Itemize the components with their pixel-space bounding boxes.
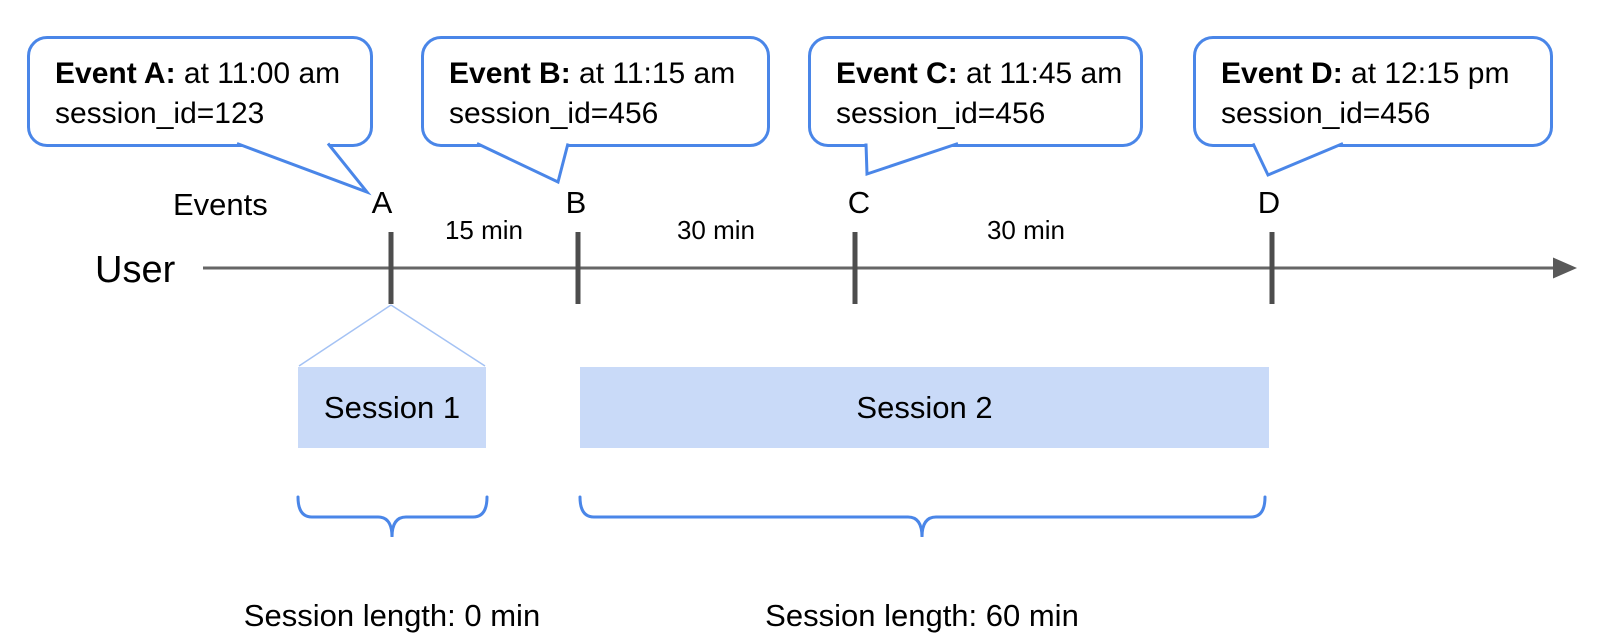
- event-d-callout-time: at 12:15 pm: [1342, 57, 1510, 90]
- event-a-letter: A: [371, 185, 393, 220]
- event-b-letter: B: [565, 185, 587, 220]
- event-d-callout-title: Event D:: [1221, 57, 1343, 90]
- event-d-callout-line1: Event D: at 12:15 pm: [1221, 54, 1542, 94]
- session2-brace: [578, 495, 1267, 538]
- session1-label: Session 1: [323, 389, 461, 425]
- interval-a-b-label: 15 min: [444, 215, 524, 245]
- event-b-callout-tail: [476, 142, 570, 185]
- event-a-callout-time: at 11:00 am: [175, 57, 341, 90]
- event-c-callout-line1: Event C: at 11:45 am: [836, 54, 1132, 94]
- event-b-callout-time: at 11:15 am: [570, 57, 736, 90]
- event-a-callout-session-id: session_id=123: [55, 97, 265, 130]
- interval-c-d-label: 30 min: [986, 215, 1066, 245]
- session1-length-label: Session length: 0 min: [243, 598, 541, 633]
- event-c-callout-time: at 11:45 am: [957, 57, 1123, 90]
- session1-box: Session 1: [298, 367, 486, 448]
- user-axis-label: User: [95, 249, 176, 291]
- session1-funnel-right-line: [390, 304, 486, 367]
- event-a-callout: Event A: at 11:00 am session_id=123: [27, 36, 373, 147]
- event-c-callout-tail: [864, 142, 959, 177]
- event-d-callout: Event D: at 12:15 pm session_id=456: [1193, 36, 1553, 147]
- event-c-callout-session-id: session_id=456: [836, 97, 1046, 130]
- event-d-callout-session-id: session_id=456: [1221, 97, 1431, 130]
- event-c-letter: C: [847, 185, 871, 220]
- event-b-callout: Event B: at 11:15 am session_id=456: [421, 36, 770, 147]
- session1-funnel-left-line: [298, 304, 392, 367]
- session1-brace: [296, 495, 489, 538]
- interval-b-c-label: 30 min: [676, 215, 756, 245]
- event-d-callout-tail: [1251, 142, 1344, 177]
- event-d-letter: D: [1257, 185, 1281, 220]
- event-b-callout-line1: Event B: at 11:15 am: [449, 54, 759, 94]
- session2-label: Session 2: [856, 389, 993, 425]
- session2-box: Session 2: [580, 367, 1269, 448]
- event-b-callout-session-id: session_id=456: [449, 97, 659, 130]
- event-a-callout-tail: [236, 142, 372, 196]
- event-c-callout-title: Event C:: [836, 57, 958, 90]
- event-a-callout-line1: Event A: at 11:00 am: [55, 54, 362, 94]
- timeline-arrowhead-icon: [1553, 257, 1577, 279]
- event-a-callout-title: Event A:: [55, 57, 176, 90]
- event-b-callout-title: Event B:: [449, 57, 571, 90]
- session2-length-label: Session length: 60 min: [765, 598, 1079, 633]
- event-c-callout: Event C: at 11:45 am session_id=456: [808, 36, 1143, 147]
- events-axis-label: Events: [173, 187, 268, 222]
